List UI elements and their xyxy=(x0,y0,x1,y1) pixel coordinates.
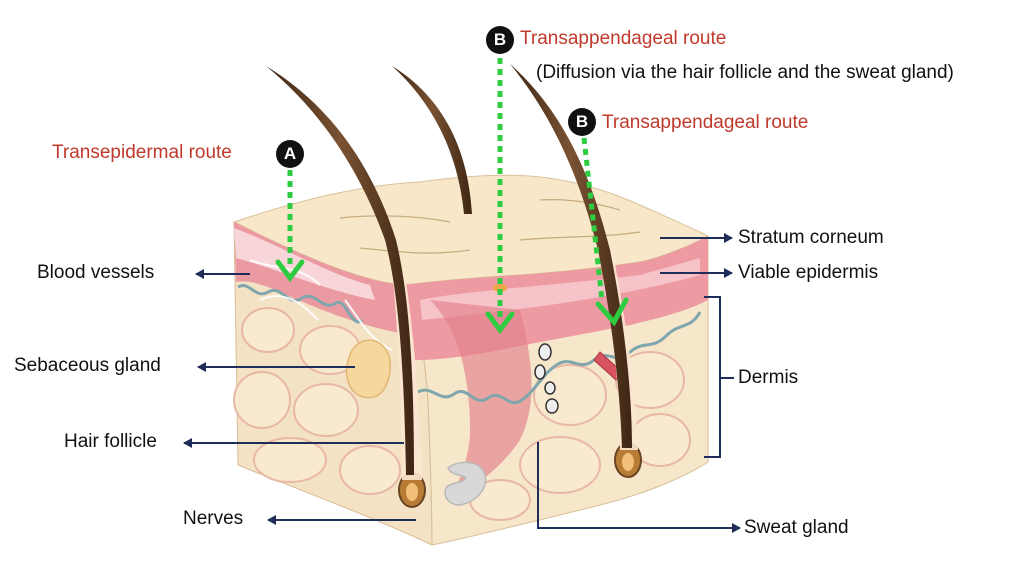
label-dermis: Dermis xyxy=(738,367,798,389)
label-sebaceous-gland: Sebaceous gland xyxy=(14,355,161,377)
label-transappendageal-route-top: Transappendageal route xyxy=(520,28,726,50)
label-hair-follicle: Hair follicle xyxy=(64,431,157,453)
label-sweat-gland: Sweat gland xyxy=(744,517,849,539)
label-transappendageal-route-right: Transappendageal route xyxy=(602,112,808,134)
label-nerves: Nerves xyxy=(183,508,243,530)
sebaceous-gland xyxy=(347,340,391,397)
label-stratum-corneum: Stratum corneum xyxy=(738,227,884,249)
badge-b-right: B xyxy=(568,108,596,136)
label-diffusion-note: (Diffusion via the hair follicle and the… xyxy=(536,62,954,84)
label-viable-epidermis: Viable epidermis xyxy=(738,262,878,284)
label-transepidermal-route: Transepidermal route xyxy=(52,142,232,164)
badge-b-top: B xyxy=(486,26,514,54)
badge-a: A xyxy=(276,140,304,168)
label-blood-vessels: Blood vessels xyxy=(37,262,154,284)
skin-block xyxy=(234,175,708,545)
